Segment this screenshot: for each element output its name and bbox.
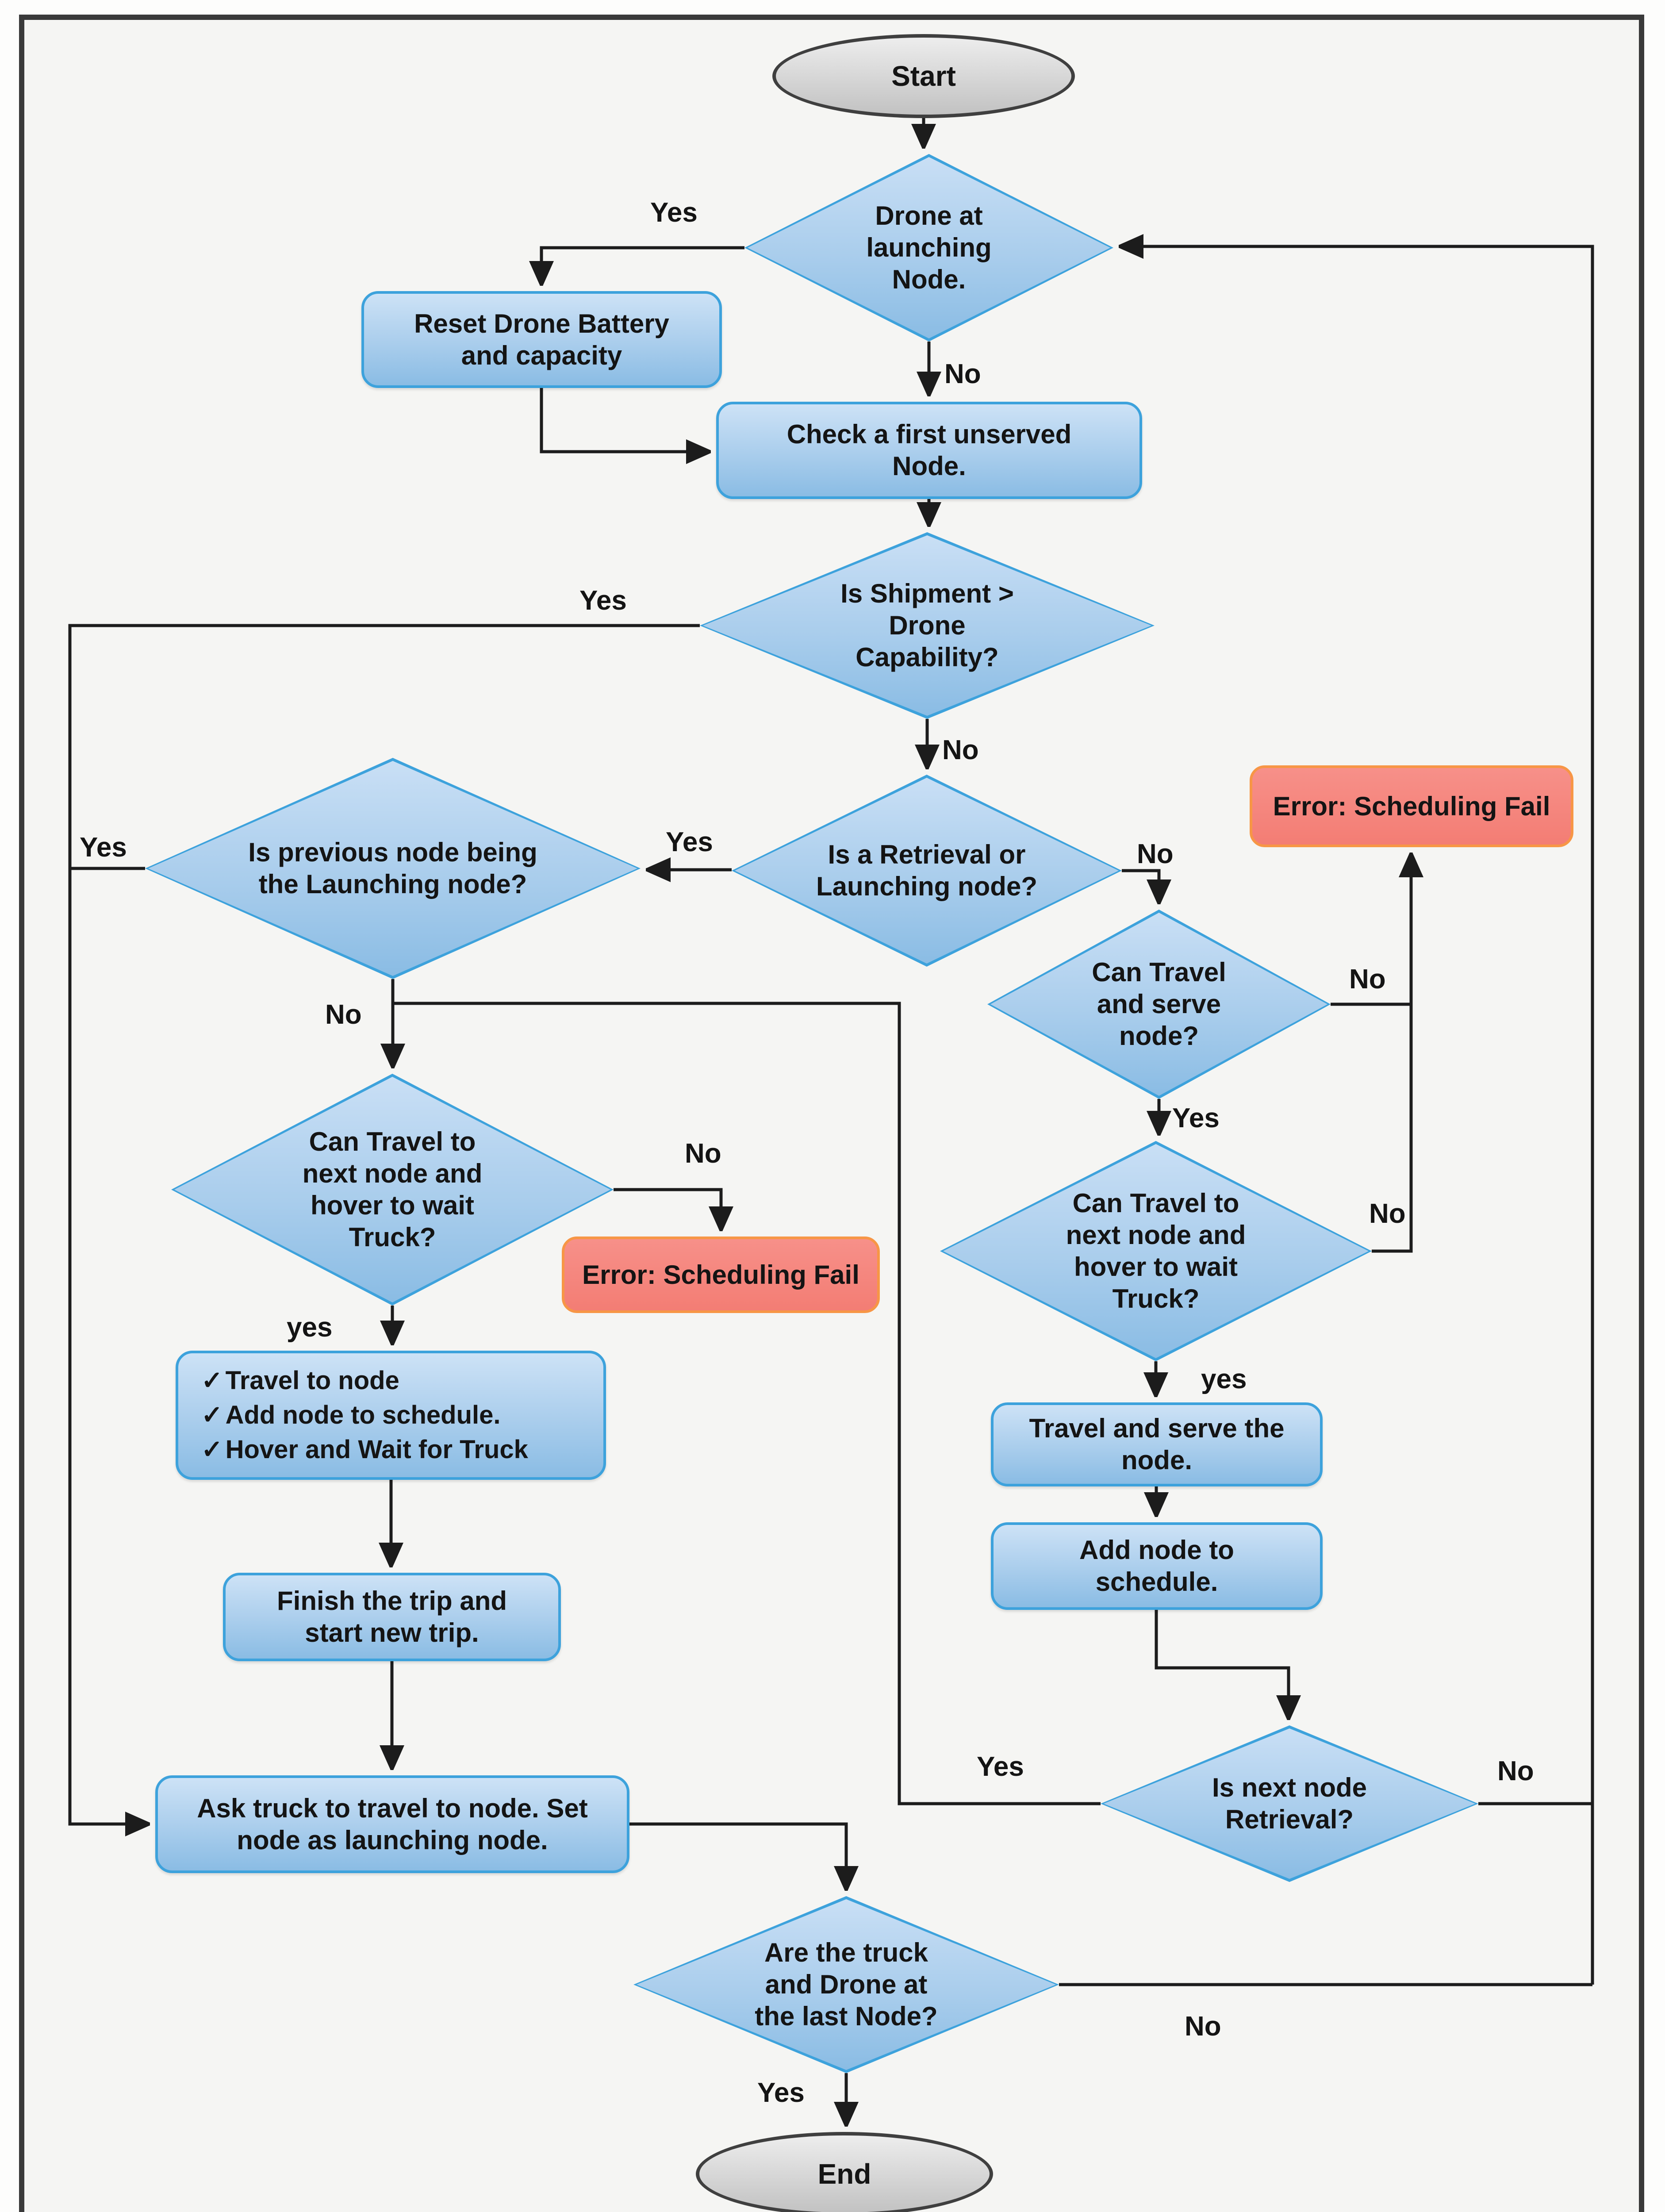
decision-drone-at-launching-node: Drone at launching Node.: [744, 154, 1113, 342]
process-label: Reset Drone Battery and capacity: [414, 308, 669, 370]
decision-label: Are the truck and Drone at the last Node…: [755, 1938, 938, 2031]
edge-label-drone-yes: Yes: [650, 197, 698, 228]
checkmark-icon: ✓: [201, 1435, 223, 1464]
checklist-item-label: Add node to schedule.: [225, 1400, 501, 1429]
decision-label: Can Travel to next node and hover to wai…: [302, 1127, 483, 1252]
edge-label-last-node-no: No: [1185, 2011, 1221, 2042]
end-terminator: End: [696, 2132, 993, 2212]
decision-label: Is next node Retrieval?: [1212, 1773, 1367, 1834]
start-terminator: Start: [772, 34, 1075, 118]
decision-next-node-retrieval: Is next node Retrieval?: [1101, 1725, 1478, 1882]
error-label: Error: Scheduling Fail: [1273, 791, 1550, 821]
process-finish-trip: Finish the trip and start new trip.: [223, 1573, 561, 1661]
edge-label-hover-left-no: No: [685, 1138, 721, 1169]
checklist-item: ✓Add node to schedule.: [201, 1398, 501, 1432]
process-travel-serve-node: Travel and serve the node.: [991, 1402, 1323, 1486]
edge-label-previous-yes: Yes: [80, 832, 127, 863]
checkmark-icon: ✓: [201, 1400, 223, 1429]
edge-label-shipment-no: No: [942, 735, 979, 765]
process-label: Add node to schedule.: [1079, 1535, 1234, 1597]
process-check-first-unserved: Check a first unserved Node.: [716, 402, 1142, 499]
process-reset-drone: Reset Drone Battery and capacity: [361, 291, 722, 388]
edge-label-retrieval-yes: Yes: [666, 827, 713, 857]
decision-truck-drone-last-node: Are the truck and Drone at the last Node…: [633, 1896, 1059, 2073]
process-label: Ask truck to travel to node. Set node as…: [197, 1793, 588, 1855]
edge-next-retrieval-yes-loop: [393, 1002, 1101, 1805]
decision-label: Is Shipment > Drone Capability?: [840, 579, 1014, 672]
edge-hover-right-no-to-error: [1372, 853, 1411, 1253]
decision-can-travel-and-serve: Can Travel and serve node?: [987, 910, 1331, 1099]
checklist-item-label: Travel to node: [225, 1366, 399, 1395]
decision-retrieval-or-launching: Is a Retrieval or Launching node?: [732, 775, 1122, 967]
edge-reset-to-check: [540, 388, 711, 452]
edge-shipment-yes: [68, 624, 700, 1824]
decision-label: Can Travel and serve node?: [1092, 957, 1226, 1051]
edge-label-serve-no: No: [1349, 964, 1386, 995]
checklist-item: ✓Travel to node: [201, 1363, 399, 1398]
edge-label-drone-no: No: [944, 359, 981, 389]
edge-label-hover-left-yes: yes: [287, 1312, 333, 1343]
end-label: End: [817, 2158, 871, 2190]
edge-label-hover-right-yes: yes: [1201, 1364, 1247, 1394]
process-label: Travel and serve the node.: [1029, 1413, 1285, 1475]
decision-label: Drone at launching Node.: [866, 201, 992, 294]
start-label: Start: [891, 60, 956, 92]
decision-can-travel-hover-left: Can Travel to next node and hover to wai…: [171, 1074, 614, 1306]
edge-label-next-retrieval-no: No: [1497, 1756, 1534, 1786]
edge-drone-yes: [541, 246, 744, 286]
process-label: Finish the trip and start new trip.: [277, 1586, 507, 1647]
edge-retrieval-no: [1122, 869, 1159, 904]
process-ask-truck: Ask truck to travel to node. Set node as…: [155, 1775, 629, 1873]
edge-ask-to-last-node: [629, 1822, 846, 1891]
edge-label-next-retrieval-yes: Yes: [977, 1751, 1024, 1782]
decision-label: Is previous node being the Launching nod…: [248, 837, 537, 899]
edge-hover-left-no-to-error: [614, 1188, 721, 1231]
edge-addnode-to-next-retrieval: [1155, 1610, 1289, 1720]
process-travel-checklist: ✓Travel to node ✓Add node to schedule. ✓…: [176, 1351, 606, 1480]
decision-shipment-gt-capability: Is Shipment > Drone Capability?: [700, 532, 1155, 719]
edge-label-hover-right-no: No: [1369, 1198, 1406, 1229]
checklist-item-label: Hover and Wait for Truck: [225, 1435, 528, 1464]
edge-label-shipment-yes: Yes: [579, 585, 627, 616]
process-label: Check a first unserved Node.: [786, 419, 1072, 481]
edge-label-previous-no: No: [325, 999, 362, 1030]
decision-label: Is a Retrieval or Launching node?: [816, 840, 1037, 901]
checkmark-icon: ✓: [201, 1366, 223, 1395]
process-add-node-schedule: Add node to schedule.: [991, 1522, 1323, 1610]
error-scheduling-fail-top: Error: Scheduling Fail: [1250, 765, 1573, 847]
decision-label: Can Travel to next node and hover to wai…: [1066, 1188, 1246, 1313]
edge-feedback-to-drone: [1119, 246, 1594, 1985]
edge-label-last-node-yes: Yes: [757, 2078, 805, 2108]
edge-label-retrieval-no: No: [1137, 839, 1174, 869]
decision-can-travel-hover-right: Can Travel to next node and hover to wai…: [940, 1141, 1372, 1361]
decision-previous-is-launching: Is previous node being the Launching nod…: [145, 758, 641, 979]
checklist-item: ✓Hover and Wait for Truck: [201, 1432, 528, 1467]
error-label: Error: Scheduling Fail: [582, 1260, 859, 1290]
error-scheduling-fail-left: Error: Scheduling Fail: [562, 1237, 880, 1313]
edge-label-serve-yes: Yes: [1172, 1103, 1220, 1133]
